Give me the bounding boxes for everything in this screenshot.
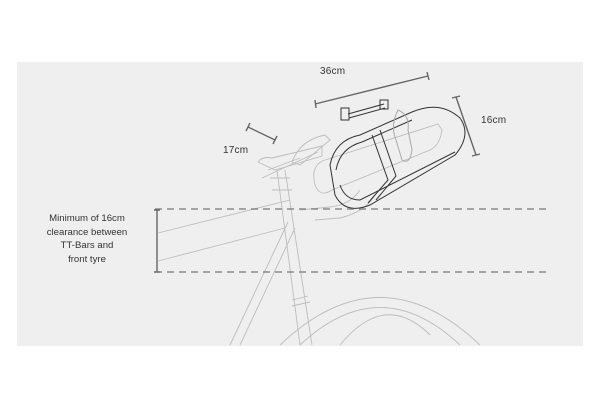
diagram-panel [17, 62, 583, 346]
dimension-lines [154, 71, 481, 273]
clearance-dashed-lines [155, 208, 550, 273]
height-label: 16cm [481, 115, 507, 126]
clearance-note: Minimum of 16cm clearance between TT-Bar… [28, 212, 146, 266]
length-dimension-line [314, 71, 430, 109]
clearance-bar [154, 209, 160, 273]
bike-frame [157, 123, 481, 346]
clearance-line-2: clearance between [46, 226, 128, 238]
clearance-line-4: front tyre [68, 253, 106, 265]
handlebar-bag [329, 99, 466, 209]
height-dimension-line [451, 95, 481, 157]
depth-dimension-line [245, 122, 278, 145]
length-label: 36cm [320, 66, 346, 77]
clearance-line-1: Minimum of 16cm [49, 213, 125, 224]
depth-label: 17cm [223, 145, 249, 156]
clearance-line-3: TT-Bars and [60, 240, 114, 251]
